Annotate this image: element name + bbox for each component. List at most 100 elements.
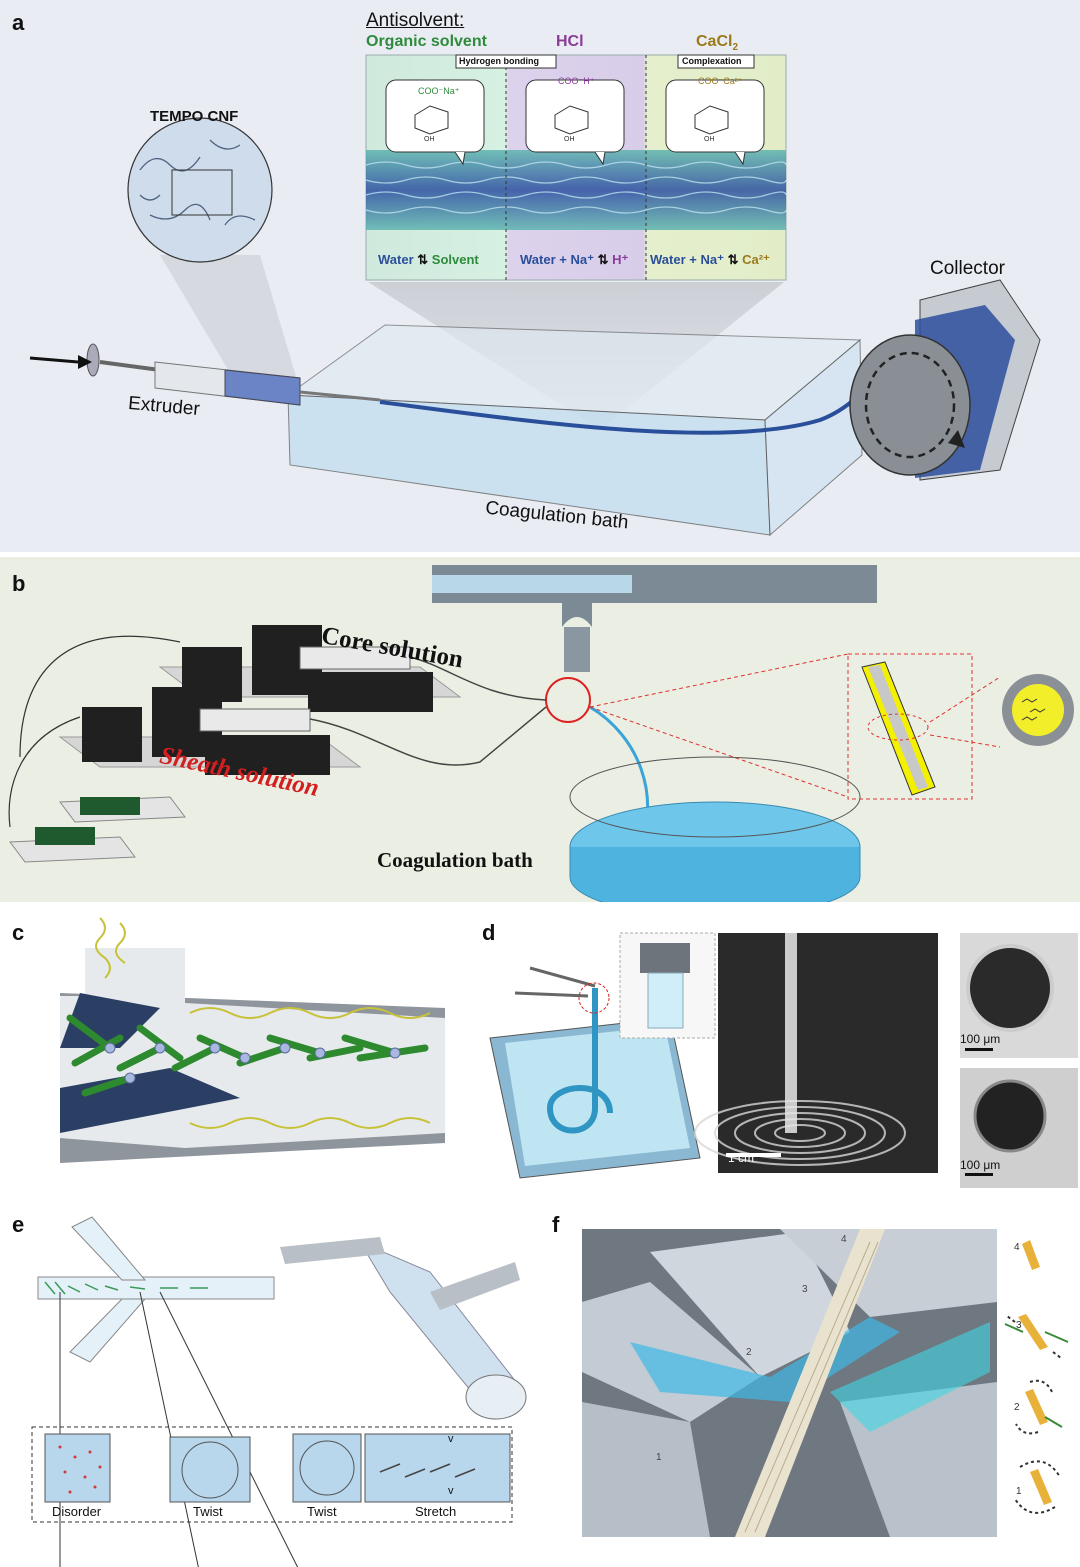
fiber-core <box>868 665 928 790</box>
panel-c-diagram <box>60 917 445 1163</box>
rod-4 <box>1022 1240 1040 1270</box>
arrow-twist-1 <box>139 1291 199 1567</box>
junction-circle <box>545 677 591 723</box>
plunger <box>99 360 161 372</box>
side-number-1: 1 <box>1016 1486 1022 1497</box>
twist-box-2 <box>292 1433 362 1503</box>
side-channel-1 <box>280 1237 385 1264</box>
panel-f-label: f <box>552 1212 560 1237</box>
panel-f: f 1 2 3 4 4 3 2 1 <box>540 1202 1080 1567</box>
antisolvent-title: Antisolvent: <box>366 10 465 31</box>
detail-box <box>31 1426 513 1523</box>
oh-label-1: OH <box>424 136 435 143</box>
side-number-3: 3 <box>1016 1320 1022 1331</box>
syringe-2 <box>199 708 311 732</box>
cacl2-text: CaCl <box>696 33 733 50</box>
panel-e-diagram <box>31 1216 527 1567</box>
molecule-bubble-3 <box>665 79 765 166</box>
rod-3 <box>1018 1314 1048 1350</box>
molecule-bubble-2 <box>525 79 625 166</box>
nozzle-cap <box>640 943 690 973</box>
equilibrium-icon-1: ⇅ <box>417 252 429 267</box>
disorder-label: Disorder <box>52 1504 102 1519</box>
sheath-tube <box>309 706 547 766</box>
tempo-cnf-label: TEMPO CNF <box>150 108 239 125</box>
panel-a-diagram <box>29 54 1041 537</box>
panel-b-label: b <box>12 571 26 596</box>
panel-c: c <box>0 908 470 1196</box>
rod-2 <box>1025 1389 1048 1425</box>
fiber-spiral <box>546 988 613 1134</box>
equilibrium-icon-3: ⇅ <box>727 252 739 267</box>
fiber-tube-end <box>465 1374 527 1420</box>
panel-d-diagram <box>489 932 1078 1188</box>
hbond-box <box>455 54 557 69</box>
core-tube <box>409 656 547 701</box>
pump-block-4 <box>82 707 142 762</box>
zoom-box <box>847 653 973 800</box>
needle-tip <box>564 627 590 672</box>
coo-h-label: COO⁻H⁺ <box>558 76 595 86</box>
coagulation-bath-label-b: Coagulation bath <box>377 848 533 872</box>
hcl-label: HCl <box>556 33 584 50</box>
velocity-label-2: v <box>448 1485 454 1497</box>
syringe-tube-1 <box>529 966 596 988</box>
cable-1 <box>19 635 181 758</box>
twist-box-1 <box>169 1436 251 1503</box>
sem-fiber-1 <box>966 944 1054 1032</box>
channel-inlet-bottom <box>69 1298 147 1363</box>
molecule-bubble-1 <box>385 79 485 166</box>
controller-1-screen <box>80 797 140 815</box>
twist-circle-1 <box>181 1441 239 1499</box>
panel-f-diagram <box>582 1229 1069 1537</box>
arrow-twist-2 <box>159 1291 299 1567</box>
exchange-2: Water + Na⁺ ⇅ H⁺ <box>520 252 628 268</box>
oh-label-3: OH <box>704 136 715 143</box>
exchange-3-right: Ca²⁺ <box>742 252 770 267</box>
arrow-line <box>29 356 79 364</box>
block-number-4: 4 <box>841 1234 847 1245</box>
syringe-fluid <box>224 369 301 406</box>
zoom-line-1 <box>589 653 849 708</box>
stretch-label: Stretch <box>415 1504 457 1519</box>
twist-circle-2 <box>299 1440 355 1496</box>
pump-block-6 <box>205 735 330 775</box>
block-1 <box>582 1402 710 1537</box>
panel-b: b <box>0 557 1080 902</box>
complex-box <box>677 54 755 69</box>
channel-main <box>37 1276 275 1300</box>
bath-side <box>764 338 863 537</box>
dish-wall <box>569 847 861 902</box>
scale-bar-3 <box>965 1173 993 1176</box>
syringe-1 <box>299 646 411 670</box>
twist-label-2: Twist <box>307 1504 337 1519</box>
panel-b-diagram <box>8 565 1074 902</box>
dish-rim <box>569 756 861 838</box>
block-number-3: 3 <box>802 1284 808 1295</box>
scale-label-3: 100 μm <box>960 1158 1001 1172</box>
scale-bar-2 <box>965 1048 993 1051</box>
nozzle-highlight <box>578 982 610 1014</box>
scale-bar-1 <box>726 1153 781 1157</box>
syringe-tube-2 <box>514 991 589 998</box>
cacl2-subscript: 2 <box>732 42 739 54</box>
nozzle-flow <box>647 972 684 1029</box>
block-4 <box>780 1229 997 1317</box>
exchange-2-right: H⁺ <box>612 252 629 267</box>
side-channel-2 <box>430 1262 520 1310</box>
cross-section-inner <box>1012 684 1064 736</box>
panel-c-label: c <box>12 920 25 945</box>
exchange-2-left: Water + Na⁺ <box>520 252 594 267</box>
panel-e: e Disorder Twi <box>0 1202 540 1567</box>
oh-label-2: OH <box>564 136 575 143</box>
cnf-cone <box>160 255 300 390</box>
wall-top <box>60 993 160 1048</box>
scale-label-2: 100 μm <box>960 1032 1001 1046</box>
velocity-label-1: v <box>448 1433 454 1445</box>
rod-1 <box>1030 1469 1052 1505</box>
cacl2-label: CaCl2 <box>696 33 738 53</box>
cnf-molecule <box>171 169 233 216</box>
stretch-box <box>364 1433 511 1503</box>
coo-na-label: COO⁻Na⁺ <box>418 86 460 96</box>
needle <box>299 390 381 402</box>
